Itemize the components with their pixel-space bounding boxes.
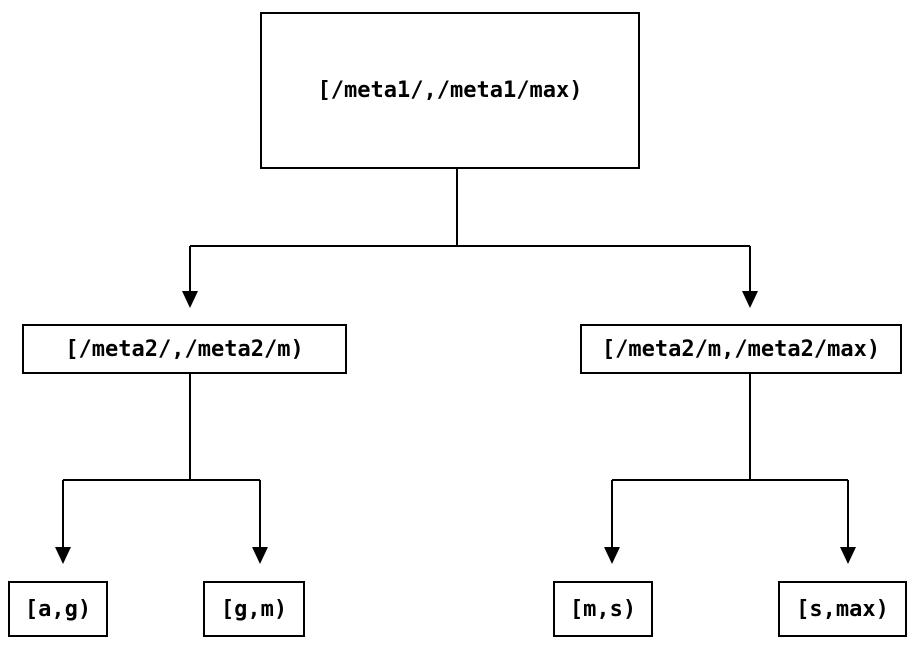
node-leaf-ag: [a,g): [8, 581, 108, 637]
node-left-child-label: [/meta2/,/meta2/m): [65, 336, 304, 362]
node-right-child-label: [/meta2/m,/meta2/max): [601, 336, 881, 362]
arrow-down-icon: [55, 547, 71, 564]
node-leaf-gm: [g,m): [203, 581, 305, 637]
arrow-down-icon: [252, 547, 268, 564]
node-right-child: [/meta2/m,/meta2/max): [580, 324, 902, 374]
node-leaf-gm-label: [g,m): [220, 596, 288, 622]
node-leaf-ag-label: [a,g): [24, 596, 92, 622]
arrow-down-icon: [742, 291, 758, 308]
node-left-child: [/meta2/,/meta2/m): [22, 324, 347, 374]
arrow-down-icon: [182, 291, 198, 308]
node-leaf-ms-label: [m,s): [569, 596, 637, 622]
node-leaf-smax-label: [s,max): [796, 596, 889, 622]
node-leaf-smax: [s,max): [778, 581, 907, 637]
node-root-label: [/meta1/,/meta1/max): [317, 78, 583, 103]
arrow-down-icon: [604, 547, 620, 564]
node-root: [/meta1/,/meta1/max): [260, 12, 640, 169]
arrow-down-icon: [840, 547, 856, 564]
node-leaf-ms: [m,s): [553, 581, 653, 637]
